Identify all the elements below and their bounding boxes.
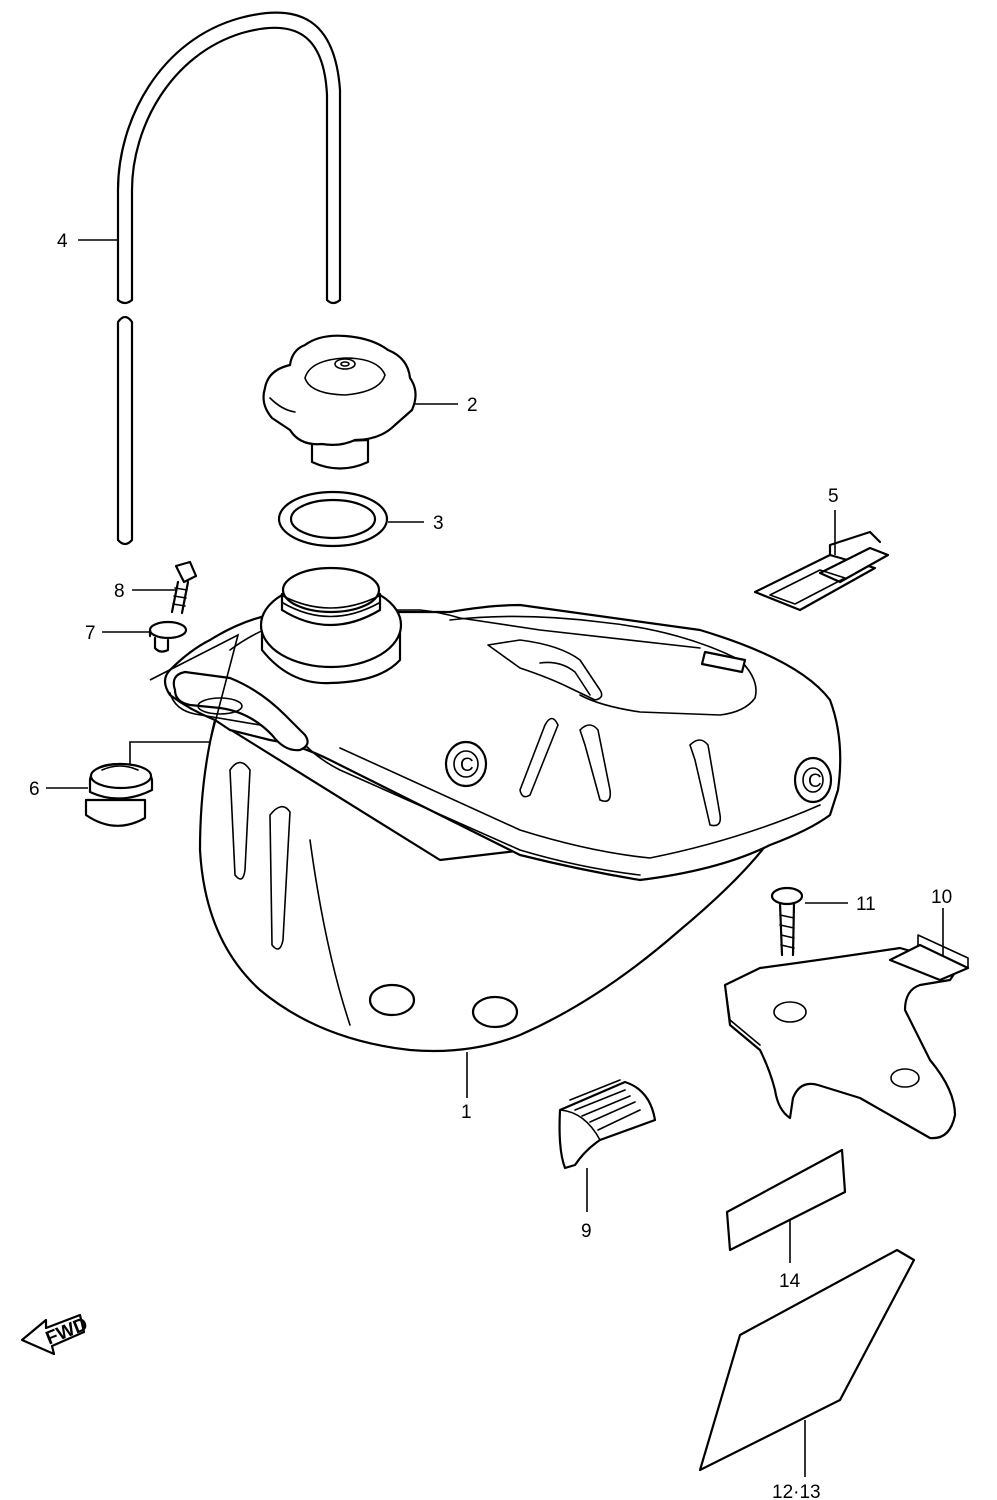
callout-3: 3 (433, 513, 444, 534)
collar (148, 620, 188, 653)
callout-6: 6 (29, 779, 40, 800)
callout-4: 4 (57, 231, 68, 252)
label-large (698, 1248, 916, 1472)
callout-11: 11 (856, 894, 876, 915)
grommet-mark: C (460, 755, 474, 776)
callout-2: 2 (467, 395, 478, 416)
tank-bracket (723, 934, 970, 1140)
fuel-cap (262, 334, 417, 470)
leader-lines (46, 239, 944, 1477)
tank-strap (753, 530, 890, 612)
mounting-bolt (170, 560, 198, 615)
callout-14: 14 (779, 1271, 801, 1292)
label-small (725, 1148, 847, 1252)
breather-hose (116, 11, 342, 546)
small-cover (558, 1079, 657, 1170)
rubber-damper (84, 762, 154, 827)
callout-1: 1 (461, 1102, 472, 1123)
callout-12-13: 12·13 (772, 1482, 821, 1500)
callout-8: 8 (114, 581, 125, 602)
callout-5: 5 (828, 486, 839, 507)
screw (770, 886, 804, 957)
forward-arrow: FWD (20, 1314, 91, 1356)
callout-9: 9 (581, 1221, 592, 1242)
grommet-mark-2: C (808, 771, 822, 792)
callout-labels: 1 2 3 4 5 6 7 8 9 10 11 12·13 14 (29, 231, 952, 1500)
callout-10: 10 (931, 887, 952, 908)
callout-7: 7 (85, 623, 96, 644)
fuel-tank: C C (163, 566, 842, 1053)
cap-gasket (277, 490, 389, 548)
